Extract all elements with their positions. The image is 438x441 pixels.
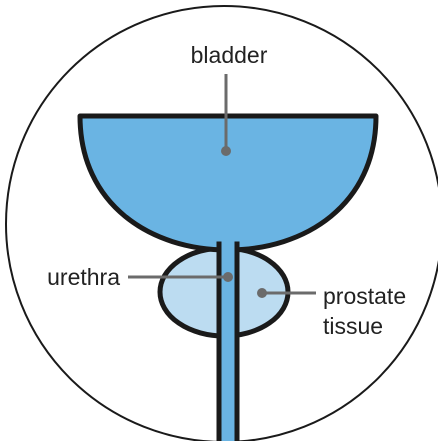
- urethra-label: urethra: [47, 264, 120, 290]
- prostate-leader-dot: [257, 288, 267, 298]
- urethra-leader-dot: [223, 272, 233, 282]
- urethra-junction: [222, 236, 235, 250]
- prostate-label-line2: tissue: [323, 313, 383, 339]
- bladder-leader-dot: [221, 146, 231, 156]
- bladder-label: bladder: [191, 42, 268, 68]
- prostate-label-line1: prostate: [323, 283, 406, 309]
